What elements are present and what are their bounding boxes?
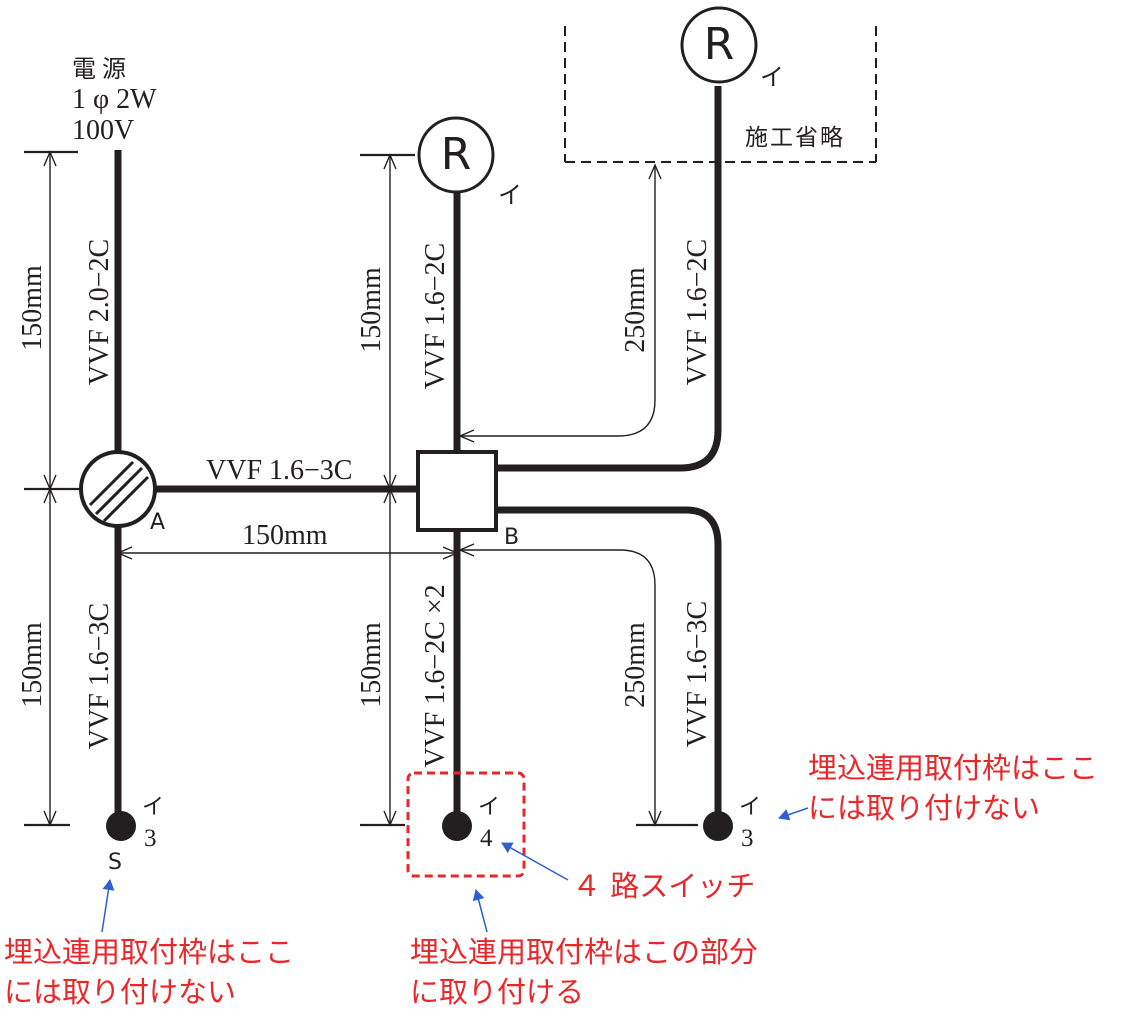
annotation-left-switch-line1: 埋込連用取付枠はここ <box>4 935 295 969</box>
switch-left-number: 3 <box>144 825 157 852</box>
dimension-left-lower: 150mm <box>17 622 48 708</box>
switch-right <box>703 811 733 841</box>
power-source-label: 電 源 <box>72 57 126 83</box>
cable-right-lower-label: VVF 1.6−3C <box>682 600 713 748</box>
switch-right-mark: イ <box>739 794 762 819</box>
annotation-right-switch: 埋込連用取付枠はここ には取り付けない <box>808 748 1098 828</box>
cable-left-upper-label: VVF 2.0−2C <box>84 238 115 386</box>
power-source-voltage: 100V <box>72 115 135 146</box>
node-s-label: S <box>108 850 122 875</box>
dimension-right-upper: 250mm <box>620 267 651 353</box>
switch-middle <box>442 811 472 841</box>
lamp-top-right-mark: イ <box>760 65 784 91</box>
switch-left-mark: イ <box>142 794 165 819</box>
annotation-four-way-switch: ４ 路スイッチ <box>572 869 756 903</box>
omitted-area-frame <box>564 26 877 163</box>
cables <box>114 86 722 820</box>
annotation-arrows <box>101 807 809 933</box>
node-b-label: B <box>504 525 520 550</box>
cable-left-lower-label: VVF 1.6−3C <box>84 602 115 750</box>
joint-box-b <box>416 450 498 532</box>
lamp-top-right <box>680 6 758 84</box>
dimension-horizontal-ab: 150mm <box>242 520 328 551</box>
lamp-middle-mark: イ <box>498 183 522 209</box>
switch-left <box>106 811 136 841</box>
lamp-top-right-symbol: R <box>703 19 735 70</box>
power-source-phase: 1 φ 2W <box>72 84 157 115</box>
dimension-lines <box>24 150 698 827</box>
switch-middle-number: 4 <box>480 825 493 852</box>
annotation-left-switch-line2: には取り付けない <box>4 975 237 1009</box>
switch-right-number: 3 <box>741 825 754 852</box>
lamp-middle <box>417 116 495 194</box>
cable-middle-upper-label: VVF 1.6−2C <box>420 242 451 390</box>
annotation-middle-switch-line1: 埋込連用取付枠はこの部分 <box>410 935 759 969</box>
lamp-middle-symbol: R <box>440 129 472 180</box>
cable-horizontal-ab-label: VVF 1.6−3C <box>206 455 353 486</box>
annotation-left-switch: 埋込連用取付枠はここ には取り付けない <box>4 932 294 1012</box>
switch-middle-mark: イ <box>478 794 501 819</box>
dimension-middle-lower: 150mm <box>356 622 387 708</box>
cable-middle-lower-label: VVF 1.6−2C ×2 <box>420 584 451 768</box>
annotation-middle-switch: 埋込連用取付枠はこの部分 に取り付ける <box>410 932 758 1012</box>
cable-right-upper-label: VVF 1.6−2C <box>682 238 713 386</box>
node-a-label: A <box>150 510 166 535</box>
dimension-right-lower: 250mm <box>620 622 651 708</box>
dimension-middle-upper: 150mm <box>356 267 387 353</box>
dimension-left-upper: 150mm <box>17 265 48 351</box>
annotation-right-switch-line2: には取り付けない <box>808 791 1041 825</box>
annotation-right-switch-line1: 埋込連用取付枠はここ <box>808 751 1099 785</box>
omitted-label: 施工省略 <box>745 125 845 150</box>
outlet-box-a <box>79 450 157 528</box>
mount-area-highlight <box>406 771 526 878</box>
annotation-middle-switch-line2: に取り付ける <box>410 975 585 1009</box>
cable-right-upper <box>496 86 722 472</box>
cable-right-lower <box>496 506 722 820</box>
